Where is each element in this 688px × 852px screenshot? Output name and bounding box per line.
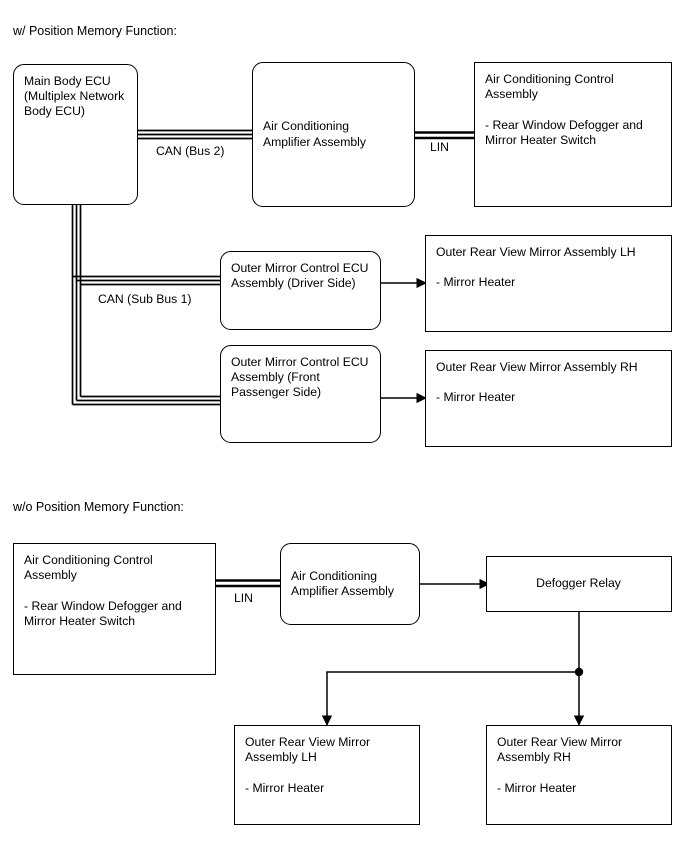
node-ac-amplifier-assembly-top-line2: Amplifier Assembly — [263, 134, 366, 149]
node-main-body-ecu[interactable]: Main Body ECU (Multiplex Network Body EC… — [13, 64, 138, 205]
node-outer-mirror-control-ecu-passenger-line3: Passenger Side) — [231, 385, 322, 400]
node-main-body-ecu-line1: Main Body ECU — [24, 74, 111, 88]
node-outer-rear-view-mirror-lh-top[interactable]: Outer Rear View Mirror Assembly LH - Mir… — [425, 235, 672, 332]
node-ac-control-assembly-bottom[interactable]: Air Conditioning Control Assembly - Rear… — [13, 543, 216, 675]
wire-can-sub-bus1-trunk — [71, 204, 82, 405]
wire-can-sub-bus1-branch-driver — [72, 275, 221, 286]
junction-dot — [574, 667, 584, 677]
node-outer-rear-view-mirror-lh-bottom-line1: Outer Rear View Mirror — [245, 735, 371, 749]
node-ac-control-assembly-bottom-line2: Assembly — [24, 568, 77, 583]
node-outer-rear-view-mirror-rh-top-line1: Outer Rear View Mirror Assembly RH — [436, 360, 638, 374]
bus-label-can-sub-bus1: CAN (Sub Bus 1) — [98, 292, 192, 306]
node-ac-control-assembly-top-line2: Assembly — [485, 87, 538, 102]
node-outer-rear-view-mirror-lh-bottom-line2: Assembly LH — [245, 750, 317, 765]
node-outer-rear-view-mirror-lh-top-detail1: - Mirror Heater — [436, 275, 516, 290]
node-outer-rear-view-mirror-lh-bottom-detail1: - Mirror Heater — [245, 780, 325, 795]
spacer — [436, 375, 660, 390]
node-ac-control-assembly-top-detail1: - Rear Window Defogger and — [485, 117, 643, 132]
bus-label-lin-top: LIN — [430, 140, 449, 154]
node-ac-amplifier-assembly-top-line1: Air Conditioning — [263, 119, 350, 134]
node-ac-control-assembly-bottom-detail1: - Rear Window Defogger and — [24, 598, 182, 613]
node-ac-control-assembly-bottom-line1: Air Conditioning Control — [24, 553, 153, 567]
node-ac-amplifier-assembly-bottom[interactable]: Air Conditioning Amplifier Assembly — [280, 543, 420, 625]
node-outer-rear-view-mirror-lh-top-line1: Outer Rear View Mirror Assembly LH — [436, 245, 636, 259]
node-main-body-ecu-line3: Body ECU) — [24, 104, 85, 119]
node-outer-rear-view-mirror-rh-top-detail1: - Mirror Heater — [436, 390, 516, 405]
node-outer-rear-view-mirror-rh-bottom-line1: Outer Rear View Mirror — [497, 735, 623, 749]
node-ac-amplifier-assembly-top[interactable]: Air Conditioning Amplifier Assembly — [252, 62, 415, 207]
node-ac-control-assembly-top-detail2: Mirror Heater Switch — [485, 132, 597, 147]
node-ac-control-assembly-bottom-detail2: Mirror Heater Switch — [24, 613, 136, 628]
spacer — [24, 583, 204, 598]
node-outer-mirror-control-ecu-passenger-line1: Outer Mirror Control ECU — [231, 355, 369, 369]
node-outer-rear-view-mirror-rh-bottom-detail1: - Mirror Heater — [497, 780, 577, 795]
spacer — [245, 765, 408, 780]
wire-can-bus2 — [137, 129, 253, 140]
node-outer-rear-view-mirror-lh-bottom[interactable]: Outer Rear View Mirror Assembly LH - Mir… — [234, 725, 420, 825]
node-outer-mirror-control-ecu-driver-line1: Outer Mirror Control ECU — [231, 261, 369, 275]
node-outer-mirror-control-ecu-passenger[interactable]: Outer Mirror Control ECU Assembly (Front… — [220, 345, 381, 443]
node-outer-rear-view-mirror-rh-bottom[interactable]: Outer Rear View Mirror Assembly RH - Mir… — [486, 725, 672, 825]
spacer — [497, 765, 660, 780]
node-ac-control-assembly-top[interactable]: Air Conditioning Control Assembly - Rear… — [474, 62, 672, 207]
node-defogger-relay[interactable]: Defogger Relay — [486, 556, 672, 612]
node-ac-amplifier-assembly-bottom-line2: Amplifier Assembly — [291, 584, 394, 598]
bus-label-lin-bottom: LIN — [234, 591, 253, 605]
spacer — [436, 260, 660, 275]
wire-lin-top — [414, 131, 475, 140]
wire-can-sub-bus1-branch-passenger — [72, 395, 221, 406]
node-defogger-relay-label: Defogger Relay — [536, 576, 621, 591]
node-outer-mirror-control-ecu-driver[interactable]: Outer Mirror Control ECU Assembly (Drive… — [220, 251, 381, 330]
wire-junction-to-mirror-lh — [321, 671, 579, 726]
wire-lin-bottom — [216, 579, 281, 588]
node-ac-amplifier-assembly-bottom-line1: Air Conditioning — [291, 568, 378, 583]
spacer — [485, 102, 660, 117]
node-main-body-ecu-line2: (Multiplex Network — [24, 89, 125, 104]
node-outer-mirror-control-ecu-passenger-line2: Assembly (Front — [231, 370, 320, 385]
section-title-without-position-memory: w/o Position Memory Function: — [13, 500, 184, 514]
node-ac-control-assembly-top-line1: Air Conditioning Control — [485, 72, 614, 86]
section-title-with-position-memory: w/ Position Memory Function: — [13, 24, 177, 38]
node-outer-rear-view-mirror-rh-bottom-line2: Assembly RH — [497, 750, 571, 765]
bus-label-can-bus2: CAN (Bus 2) — [156, 144, 225, 158]
node-outer-rear-view-mirror-rh-top[interactable]: Outer Rear View Mirror Assembly RH - Mir… — [425, 350, 672, 447]
node-outer-mirror-control-ecu-driver-line2: Assembly (Driver Side) — [231, 276, 356, 291]
